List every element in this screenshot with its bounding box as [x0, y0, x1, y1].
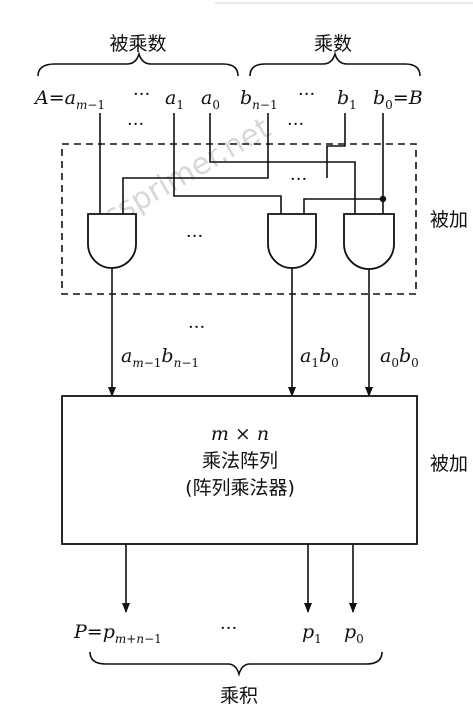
operand-ellipsis-a: ··· [133, 84, 150, 105]
addend-label-bottom: 被加 [430, 453, 468, 475]
array-size-label: m × n [211, 423, 269, 445]
product-brace [89, 651, 383, 677]
wire-a0 [209, 113, 356, 214]
multiplicand-label: 被乘数 [109, 33, 166, 55]
partial-product-a0-b0: a0b0 [380, 345, 419, 370]
and-gate-a1-b0 [267, 213, 317, 269]
wire-a1 [173, 113, 282, 214]
product-p0: p0 [344, 621, 364, 646]
array-name-label: 乘法阵列 [202, 450, 278, 472]
product-ellipsis: ··· [220, 618, 237, 639]
product-label: 乘积 [220, 685, 258, 707]
wire-b-n-minus-1 [122, 113, 269, 214]
addend-label-top: 被加 [430, 209, 468, 231]
operand-a-definition: A=am−1 [33, 87, 105, 112]
array-alt-name-label: (阵列乘法器) [185, 477, 295, 499]
partial-product-a1-b0: a1b0 [300, 345, 339, 370]
ellipsis-row-2: ··· [287, 114, 304, 135]
wire-b1-stub [326, 113, 346, 178]
operand-row: A=am−1 ··· a1 a0 bn−1 ··· b1 b0=B [33, 84, 423, 112]
array-multiplier-box [61, 395, 418, 545]
multiplicand-brace [37, 51, 239, 77]
junction-dot [379, 195, 387, 203]
operand-ellipsis-b: ··· [298, 84, 315, 105]
operand-b1: b1 [337, 87, 357, 112]
operand-a1: a1 [165, 87, 184, 112]
ellipsis-products: ··· [188, 317, 205, 338]
and-gate-am1-bn1 [87, 213, 137, 269]
product-p1: p1 [302, 621, 322, 646]
and-gate-a0-b0 [343, 213, 395, 270]
multiplier-brace [249, 51, 421, 77]
ellipsis-row-3: ··· [290, 169, 307, 190]
operand-wires [99, 113, 387, 214]
multiplier-label: 乘数 [314, 33, 352, 55]
product-p-definition: P=pm+n−1 [73, 621, 162, 646]
ellipsis-gates: ··· [186, 226, 203, 247]
operand-b-definition: b0=B [373, 87, 423, 112]
operand-b-n-minus-1: bn−1 [240, 87, 278, 112]
partial-product-am1-bn1: am−1bn−1 [121, 345, 199, 370]
ellipsis-row-1: ··· [127, 114, 144, 135]
wire-b0-branch [303, 198, 383, 214]
operand-a0: a0 [201, 87, 220, 112]
